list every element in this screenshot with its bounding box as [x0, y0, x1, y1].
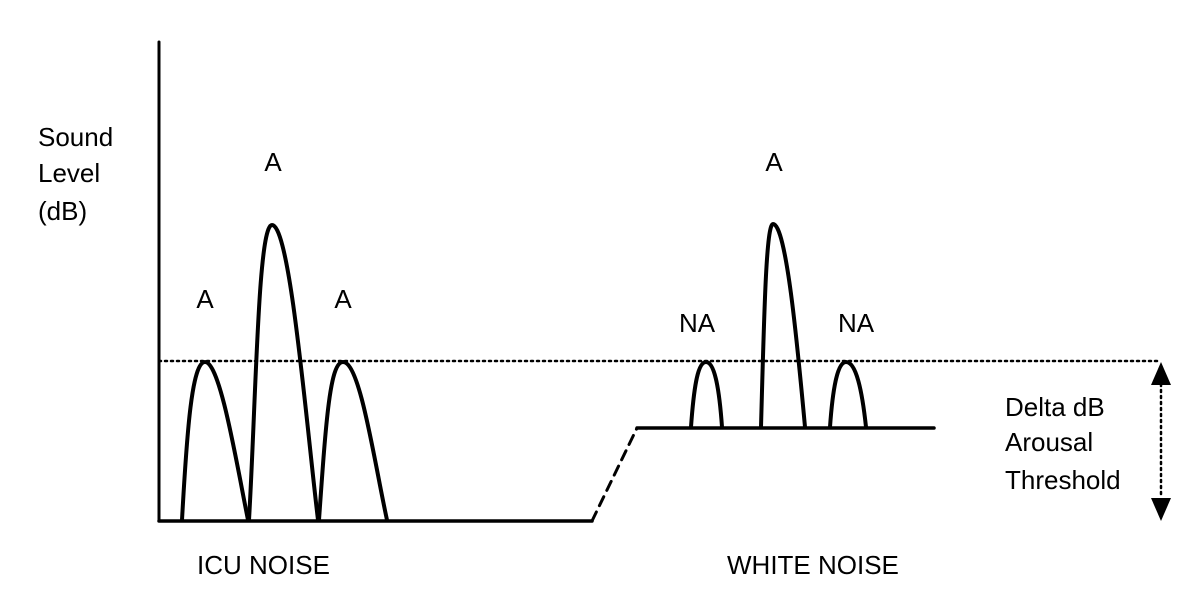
peak-label-icu-center: A [264, 147, 282, 177]
threshold-label-line-2: Arousal [1005, 427, 1093, 457]
noise-transition-dashed-line [590, 426, 639, 523]
threshold-label: Delta dB Arousal Threshold [1005, 392, 1121, 495]
white-peak-center [759, 222, 807, 429]
icu-peak-left [180, 360, 250, 522]
threshold-label-line-3: Threshold [1005, 465, 1121, 495]
section-label-icu-noise: ICU NOISE [197, 550, 330, 580]
threshold-arrow-down-icon [1151, 498, 1171, 521]
section-label-white-noise: WHITE NOISE [727, 550, 899, 580]
peak-label-icu-left: A [196, 284, 214, 314]
y-axis-label-line-1: Sound [38, 122, 113, 152]
y-axis-label-line-2: Level [38, 158, 100, 188]
white-peak-right [828, 360, 868, 429]
threshold-label-line-1: Delta dB [1005, 392, 1105, 422]
icu-peak-right [317, 360, 389, 522]
peak-label-icu-right: A [334, 284, 352, 314]
peak-label-white-right: NA [838, 308, 875, 338]
icu-peak-center [247, 223, 320, 522]
y-axis-label-line-3: (dB) [38, 196, 87, 226]
y-axis-label: Sound Level (dB) [38, 122, 120, 226]
white-peak-left [689, 360, 724, 429]
threshold-arrow-up-icon [1151, 362, 1171, 385]
peak-label-white-left: NA [679, 308, 716, 338]
peak-label-white-center: A [765, 147, 783, 177]
